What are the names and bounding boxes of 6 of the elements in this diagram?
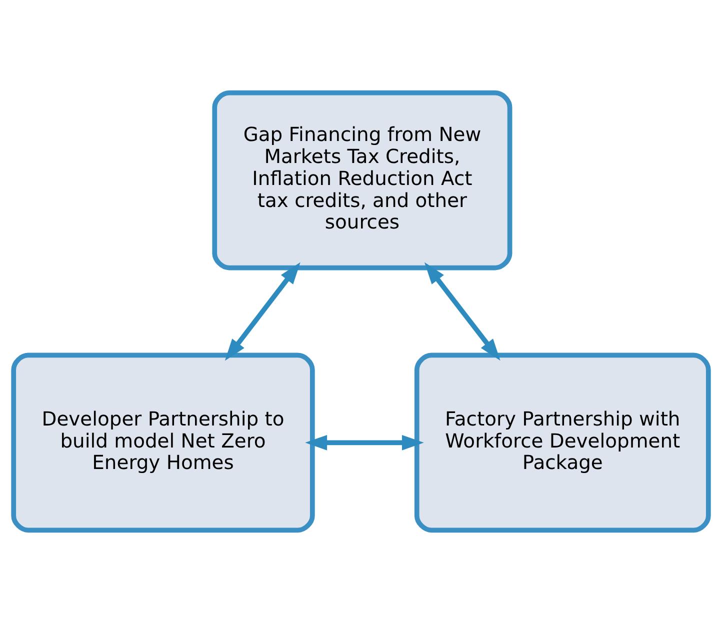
arrow (224, 262, 300, 360)
arrow (424, 262, 500, 360)
node-box: Factory Partnership with Workforce Development Package (414, 352, 711, 532)
node-box: Gap Financing from New Markets Tax Credits, Inflation Reduction Act tax credits, and other sources (212, 90, 512, 270)
node-box: Developer Partnership to build model Net Zero Energy Homes (11, 352, 315, 532)
arrow (305, 434, 424, 450)
